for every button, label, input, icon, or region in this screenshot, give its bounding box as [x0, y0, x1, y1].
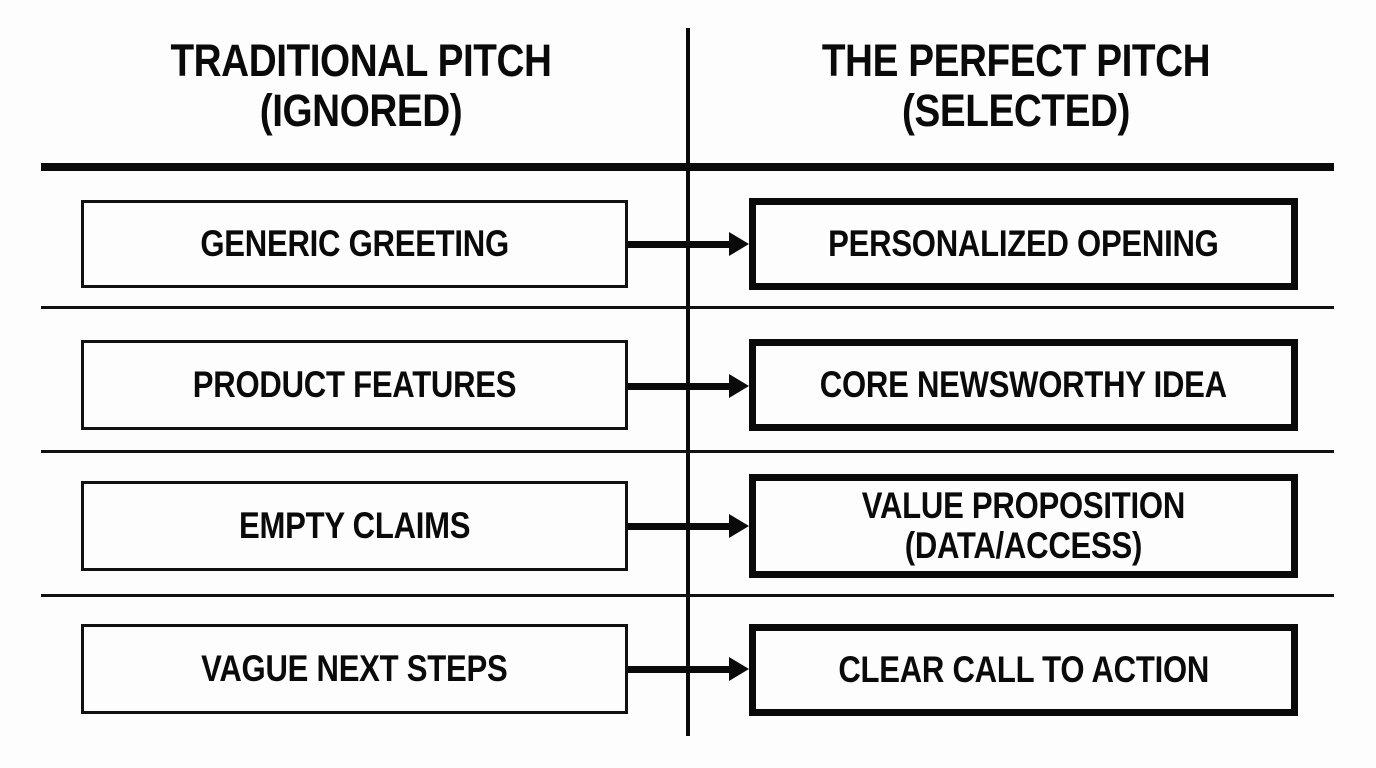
right-arrow-icon	[628, 374, 749, 398]
traditional-item-2[interactable]: PRODUCT FEATURES	[81, 340, 628, 430]
row-separator-1	[41, 306, 1334, 309]
traditional-item-3-label: EMPTY CLAIMS	[238, 505, 471, 546]
perfect-item-1-label-line1: PERSONALIZED OPENING	[828, 223, 1219, 264]
column-header-traditional-line2: (IGNORED)	[259, 85, 463, 136]
traditional-item-2-label: PRODUCT FEATURES	[192, 364, 517, 405]
column-divider	[686, 28, 690, 736]
column-header-perfect-line2: (SELECTED)	[902, 85, 1130, 136]
perfect-item-1-label: PERSONALIZED OPENING	[828, 223, 1219, 264]
perfect-item-2[interactable]: CORE NEWSWORTHY IDEA	[749, 339, 1298, 431]
arrow-head	[729, 232, 749, 256]
column-header-perfect-line1: THE PERFECT PITCH	[821, 35, 1211, 86]
arrow-head	[729, 657, 749, 681]
perfect-item-2-label: CORE NEWSWORTHY IDEA	[820, 365, 1227, 405]
column-header-traditional: TRADITIONAL PITCH (IGNORED)	[86, 36, 636, 156]
perfect-item-4-label-line1: CLEAR CALL TO ACTION	[838, 649, 1209, 690]
column-header-perfect: THE PERFECT PITCH (SELECTED)	[741, 36, 1291, 156]
column-header-traditional-line1: TRADITIONAL PITCH	[170, 35, 552, 86]
traditional-item-3[interactable]: EMPTY CLAIMS	[81, 481, 628, 571]
arrow-shaft	[628, 383, 731, 390]
arrow-shaft	[628, 666, 731, 673]
header-rule	[41, 163, 1334, 171]
arrow-shaft	[628, 241, 731, 248]
perfect-item-3-label-line2: (DATA/ACCESS)	[904, 525, 1143, 566]
perfect-item-4[interactable]: CLEAR CALL TO ACTION	[749, 624, 1298, 716]
right-arrow-icon	[628, 657, 749, 681]
perfect-item-2-label-line1: CORE NEWSWORTHY IDEA	[819, 364, 1228, 405]
row-separator-3	[41, 594, 1334, 597]
perfect-item-1[interactable]: PERSONALIZED OPENING	[749, 198, 1298, 290]
traditional-item-4-label: VAGUE NEXT STEPS	[201, 648, 508, 689]
perfect-item-4-label: CLEAR CALL TO ACTION	[838, 650, 1209, 690]
traditional-item-1[interactable]: GENERIC GREETING	[81, 200, 628, 288]
right-arrow-icon	[628, 514, 749, 538]
arrow-shaft	[628, 523, 731, 530]
right-arrow-icon	[628, 232, 749, 256]
perfect-item-3[interactable]: VALUE PROPOSITION (DATA/ACCESS)	[749, 474, 1298, 578]
arrow-head	[729, 514, 749, 538]
perfect-item-3-label-line1: VALUE PROPOSITION	[861, 485, 1186, 526]
row-separator-2	[41, 450, 1334, 453]
traditional-item-4[interactable]: VAGUE NEXT STEPS	[81, 624, 628, 714]
traditional-item-1-label: GENERIC GREETING	[200, 223, 509, 264]
arrow-head	[729, 374, 749, 398]
perfect-item-3-label: VALUE PROPOSITION (DATA/ACCESS)	[862, 486, 1185, 566]
